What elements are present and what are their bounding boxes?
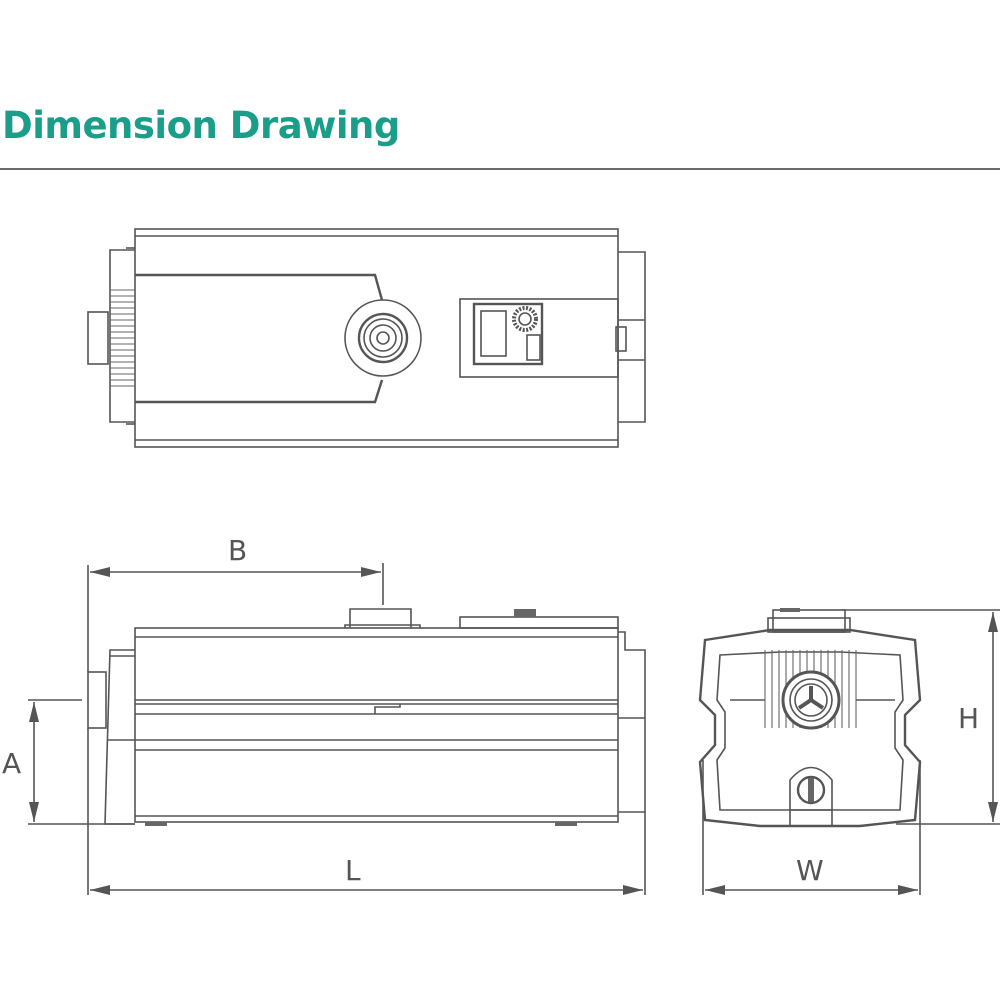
- dimension-label-W: W: [796, 854, 824, 887]
- dimension-label-H: H: [958, 702, 979, 735]
- top-view: [87, 228, 646, 448]
- side-view: [87, 608, 646, 826]
- dimension-H: H: [842, 609, 1000, 825]
- dimension-L: L: [87, 728, 646, 895]
- page-title: Dimension Drawing: [2, 104, 400, 147]
- cooling-fins-icon: [110, 289, 135, 387]
- pressure-dial-icon: [512, 306, 538, 332]
- dimension-A: A: [2, 699, 135, 825]
- inlet-fitting-icon: [781, 670, 841, 730]
- dimension-label-A: A: [2, 747, 21, 780]
- outlet-fitting-icon: [344, 299, 422, 377]
- dimension-W: W: [702, 760, 921, 895]
- dimension-label-L: L: [345, 854, 361, 887]
- knob-icon: [514, 609, 536, 617]
- drain-plug-icon: [789, 766, 833, 826]
- title-divider: [0, 168, 1000, 170]
- front-view: [698, 608, 922, 828]
- dimension-B: B: [87, 534, 384, 672]
- dimension-label-B: B: [228, 534, 247, 567]
